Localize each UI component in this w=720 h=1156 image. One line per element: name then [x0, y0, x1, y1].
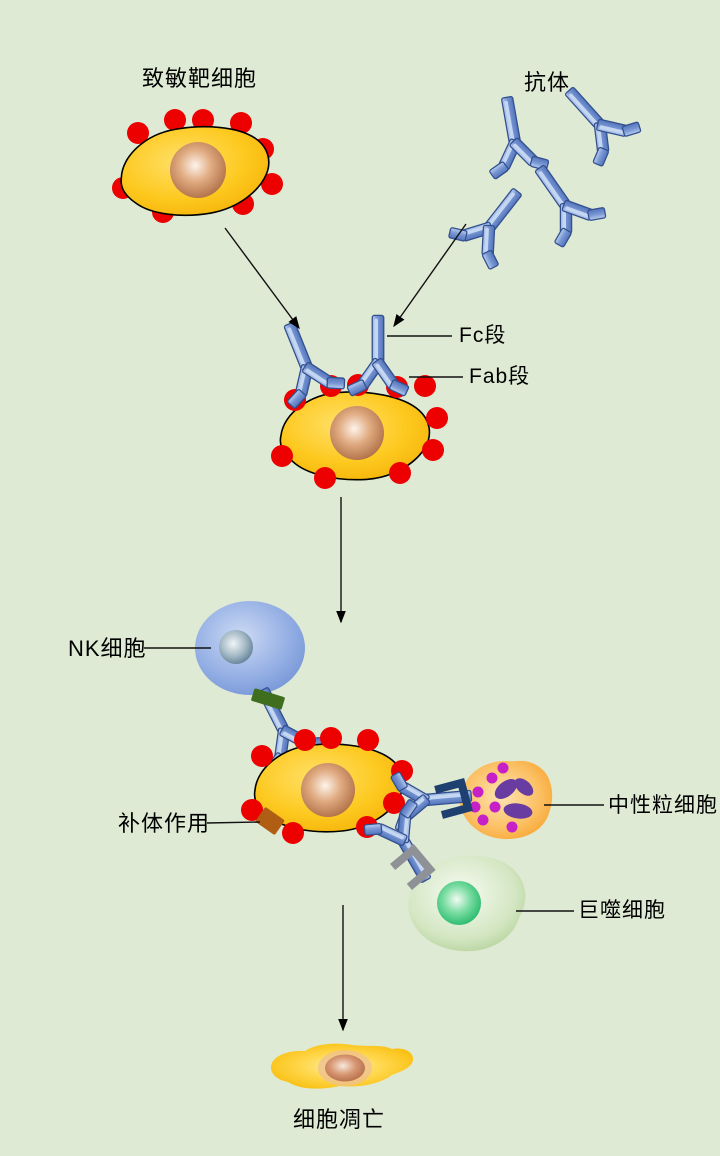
- label-fc: Fc段: [459, 324, 507, 347]
- apoptotic-cell: [270, 1043, 414, 1089]
- nk-nucleus: [219, 630, 253, 664]
- flow-arrows: [224, 223, 467, 1032]
- flow-arrow: [393, 223, 467, 328]
- label-target-cell: 致敏靶细胞: [142, 66, 258, 91]
- free-antibodies: [439, 67, 651, 279]
- macrophage-nucleus: [437, 881, 481, 925]
- macrophage-cell: [408, 855, 526, 952]
- complement-receptor: [255, 807, 285, 835]
- label-fab: Fab段: [469, 365, 531, 388]
- label-macrophage: 巨噬细胞: [578, 899, 666, 922]
- effector-complex: [241, 727, 553, 952]
- label-neutrophil: 中性粒细胞: [608, 794, 718, 817]
- neutrophil-granules: [469, 762, 518, 833]
- neutrophil-nucleus: [494, 778, 534, 819]
- label-apoptosis: 细胞凋亡: [293, 1107, 386, 1132]
- nk-cell-complex: [195, 601, 332, 780]
- label-complement: 补体作用: [118, 811, 211, 836]
- flow-arrow: [224, 227, 300, 330]
- cell-nucleus: [170, 142, 226, 198]
- antigen-dots: [241, 727, 413, 844]
- label-line: [206, 821, 261, 824]
- cell-nucleus: [330, 406, 384, 460]
- antibody-icon: [439, 170, 545, 279]
- nk-fc-receptor: [251, 688, 285, 710]
- target-cell-nucleus: [301, 763, 355, 817]
- antibody-icon: [343, 314, 413, 402]
- neutrophil-shape: [459, 760, 553, 840]
- target-cell-top: [112, 109, 283, 223]
- label-nk: NK细胞: [68, 636, 147, 661]
- neutrophil-cell: [459, 760, 553, 840]
- label-lines: [144, 335, 604, 912]
- opsonized-target-cell: [256, 310, 448, 489]
- apoptotic-nucleus: [325, 1054, 365, 1082]
- label-antibody: 抗体: [524, 70, 571, 95]
